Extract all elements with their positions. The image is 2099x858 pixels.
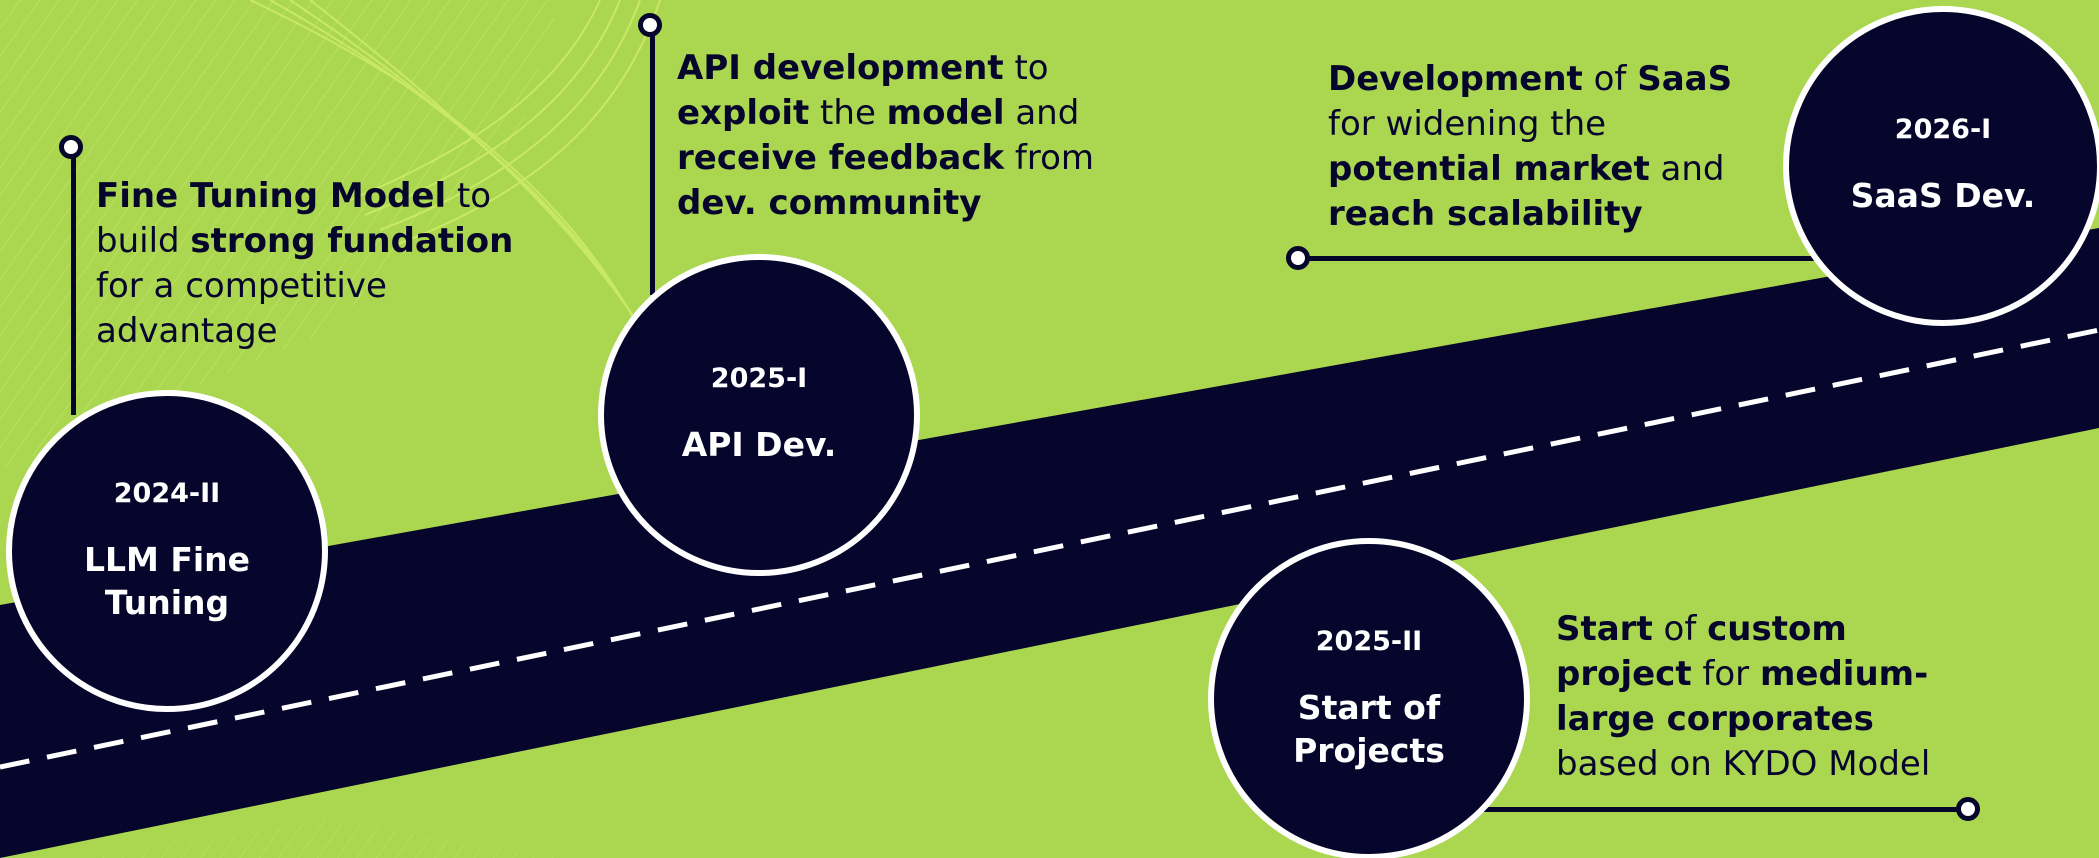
hatch-texture-lower [90,820,560,858]
milestone-4-date: 2026-I [1894,114,1992,146]
connector-dot-2 [638,13,662,37]
timeline-dashed-path [0,327,2099,770]
description-text: the [809,93,887,133]
connector-line-3 [1440,807,1970,812]
description-text: based on KYDO Model [1556,744,1931,784]
connector-line-2 [650,35,655,295]
milestone-2-description: API development to exploit the model and… [677,46,1102,226]
description-text: for [1691,654,1760,694]
description-emphasis: Fine Tuning Model [96,176,447,216]
connector-line-1 [71,150,76,415]
milestone-1-label: LLM Fine Tuning [83,540,251,622]
description-emphasis: receive feedback [677,138,1005,178]
description-text: and [1004,93,1080,133]
description-emphasis: exploit [677,93,810,133]
description-emphasis: API development [677,48,1004,88]
milestone-4-circle: 2026-I SaaS Dev. [1783,6,2099,326]
milestone-1-description: Fine Tuning Model to build strong fundat… [96,174,531,354]
description-emphasis: strong fundation [190,221,514,261]
connector-dot-4 [1286,246,1310,270]
description-emphasis: reach scalability [1328,194,1643,234]
description-emphasis: SaaS [1637,59,1733,99]
description-text: and [1649,149,1725,189]
milestone-1-date: 2024-II [113,478,221,510]
timeline-band [0,228,2099,858]
milestone-3-date: 2025-II [1315,626,1423,658]
description-text: to [1003,48,1049,88]
description-text: for widening the [1328,104,1607,144]
milestone-4-label: SaaS Dev. [1850,176,2036,216]
milestone-3-label: Start of Projects [1293,688,1445,770]
description-emphasis: medium-large corporates [1556,654,1929,739]
description-text: from [1004,138,1094,178]
connector-line-4 [1300,256,1840,261]
description-emphasis: model [886,93,1005,133]
milestone-3-description: Start of custom project for medium-large… [1556,607,1946,787]
milestone-2-date: 2025-I [710,363,808,395]
description-emphasis: potential market [1328,149,1650,189]
description-emphasis: Development [1328,59,1583,99]
hatch-texture [0,0,560,470]
description-text: of [1582,59,1638,99]
connector-dot-1 [59,135,83,159]
connector-dot-3 [1956,797,1980,821]
milestone-4-description: Development of SaaS for widening the pot… [1328,57,1748,237]
milestone-2-circle: 2025-I API Dev. [598,254,920,576]
milestone-3-circle: 2025-II Start of Projects [1208,538,1530,858]
description-emphasis: dev. community [677,183,982,223]
description-text: for a competitive advantage [96,266,387,351]
milestone-1-circle: 2024-II LLM Fine Tuning [6,390,328,712]
description-emphasis: custom project [1556,609,1847,694]
description-emphasis: Start [1556,609,1653,649]
description-text: of [1652,609,1708,649]
description-text: to build [96,176,492,261]
milestone-2-label: API Dev. [681,425,837,465]
